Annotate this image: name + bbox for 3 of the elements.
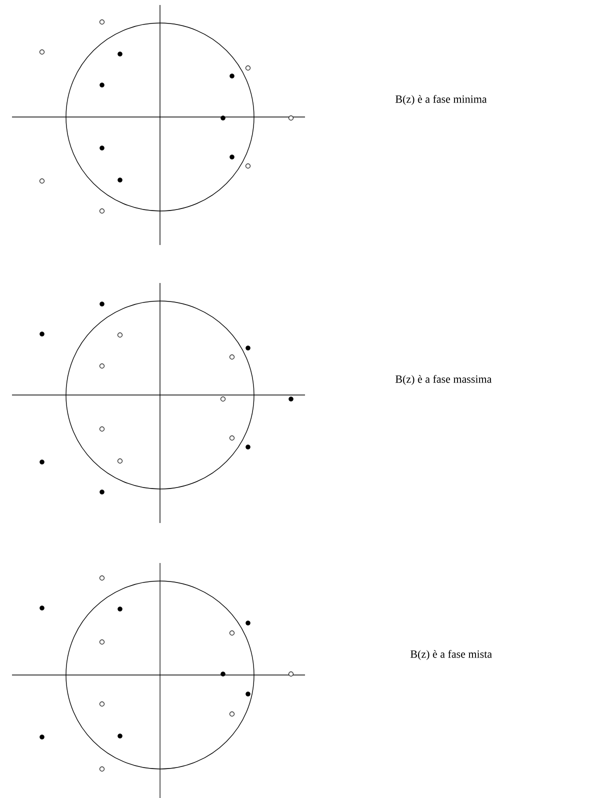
plot-caption: B(z) è a fase mista (410, 650, 492, 660)
plot-caption: B(z) è a fase massima (396, 374, 492, 386)
plot-caption: B(z) è a fase minima (396, 94, 487, 106)
